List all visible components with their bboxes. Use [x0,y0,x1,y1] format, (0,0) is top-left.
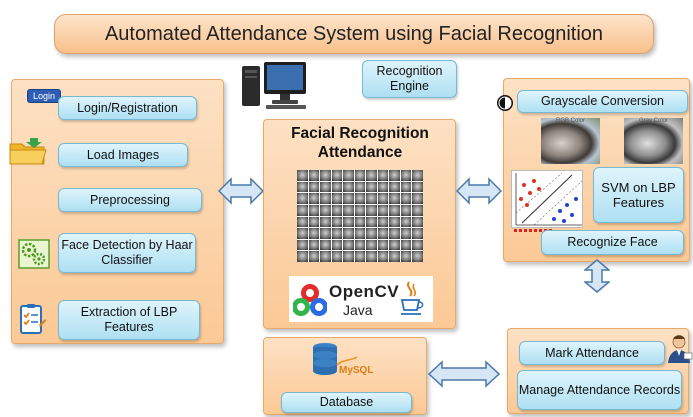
contrast-icon [495,93,515,113]
svm-lbp-label: SVM on LBP Features [601,180,676,210]
folder-icon [8,136,48,166]
load-images-button[interactable]: Load Images [58,143,188,167]
double-arrow-vertical [584,259,610,293]
grayscale-conversion-button[interactable]: Grayscale Conversion [517,90,688,113]
extraction-lbp-label: Extraction of LBP Features [80,305,178,334]
login-tag: Login [27,89,61,103]
center-panel-title: Facial Recognition Attendance [291,125,429,161]
computer-icon [240,60,310,110]
double-arrow-bottom [428,360,500,388]
svm-plot-underline [514,229,552,232]
opencv-icon [293,284,327,316]
recognize-face-label: Recognize Face [567,235,658,249]
face-detection-button[interactable]: Face Detection by Haar Classifier [58,233,196,273]
person-icon [665,333,693,365]
double-arrow-right [456,177,502,205]
manage-attendance-records-button[interactable]: Manage Attendance Records [517,370,682,410]
preprocessing-label: Preprocessing [90,192,170,207]
database-button[interactable]: Database [281,392,412,413]
checklist-icon [19,303,47,335]
manage-attendance-records-label: Manage Attendance Records [518,382,681,397]
gray-caption: Gray Color [638,118,668,124]
load-images-label: Load Images [86,147,160,162]
mysql-database-icon: MySQL [311,341,373,381]
opencv-label: OpenCV [329,282,400,301]
gears-icon [18,239,50,269]
extraction-lbp-button[interactable]: Extraction of LBP Features [58,300,200,340]
recognition-engine-label: Recognition Engine [376,64,443,93]
database-label: Database [319,395,374,409]
mysql-label: MySQL [339,365,374,376]
rgb-koala-image: RGB Color [541,118,600,164]
preprocessing-button[interactable]: Preprocessing [58,188,202,212]
grayscale-conversion-label: Grayscale Conversion [541,94,664,108]
recognition-engine-box: Recognition Engine [362,60,457,98]
gray-koala-image: Gray Color [624,118,683,164]
login-registration-button[interactable]: Login/Registration [58,96,197,120]
rgb-caption: RGB Color [555,118,585,124]
face-dataset-image [297,170,423,262]
svm-lbp-button[interactable]: SVM on LBP Features [593,167,684,223]
mark-attendance-button[interactable]: Mark Attendance [519,341,665,365]
diagram-title: Automated Attendance System using Facial… [54,14,654,54]
opencv-java-logo: OpenCV Java [289,276,433,322]
mark-attendance-label: Mark Attendance [545,345,639,360]
java-label: Java [343,302,373,318]
double-arrow-left [218,177,264,205]
face-detection-label: Face Detection by Haar Classifier [61,238,193,267]
java-cup-icon [400,281,424,315]
login-registration-label: Login/Registration [77,100,178,115]
login-tag-label: Login [32,91,56,101]
svm-plot-image [511,170,583,228]
recognize-face-button[interactable]: Recognize Face [541,230,684,255]
